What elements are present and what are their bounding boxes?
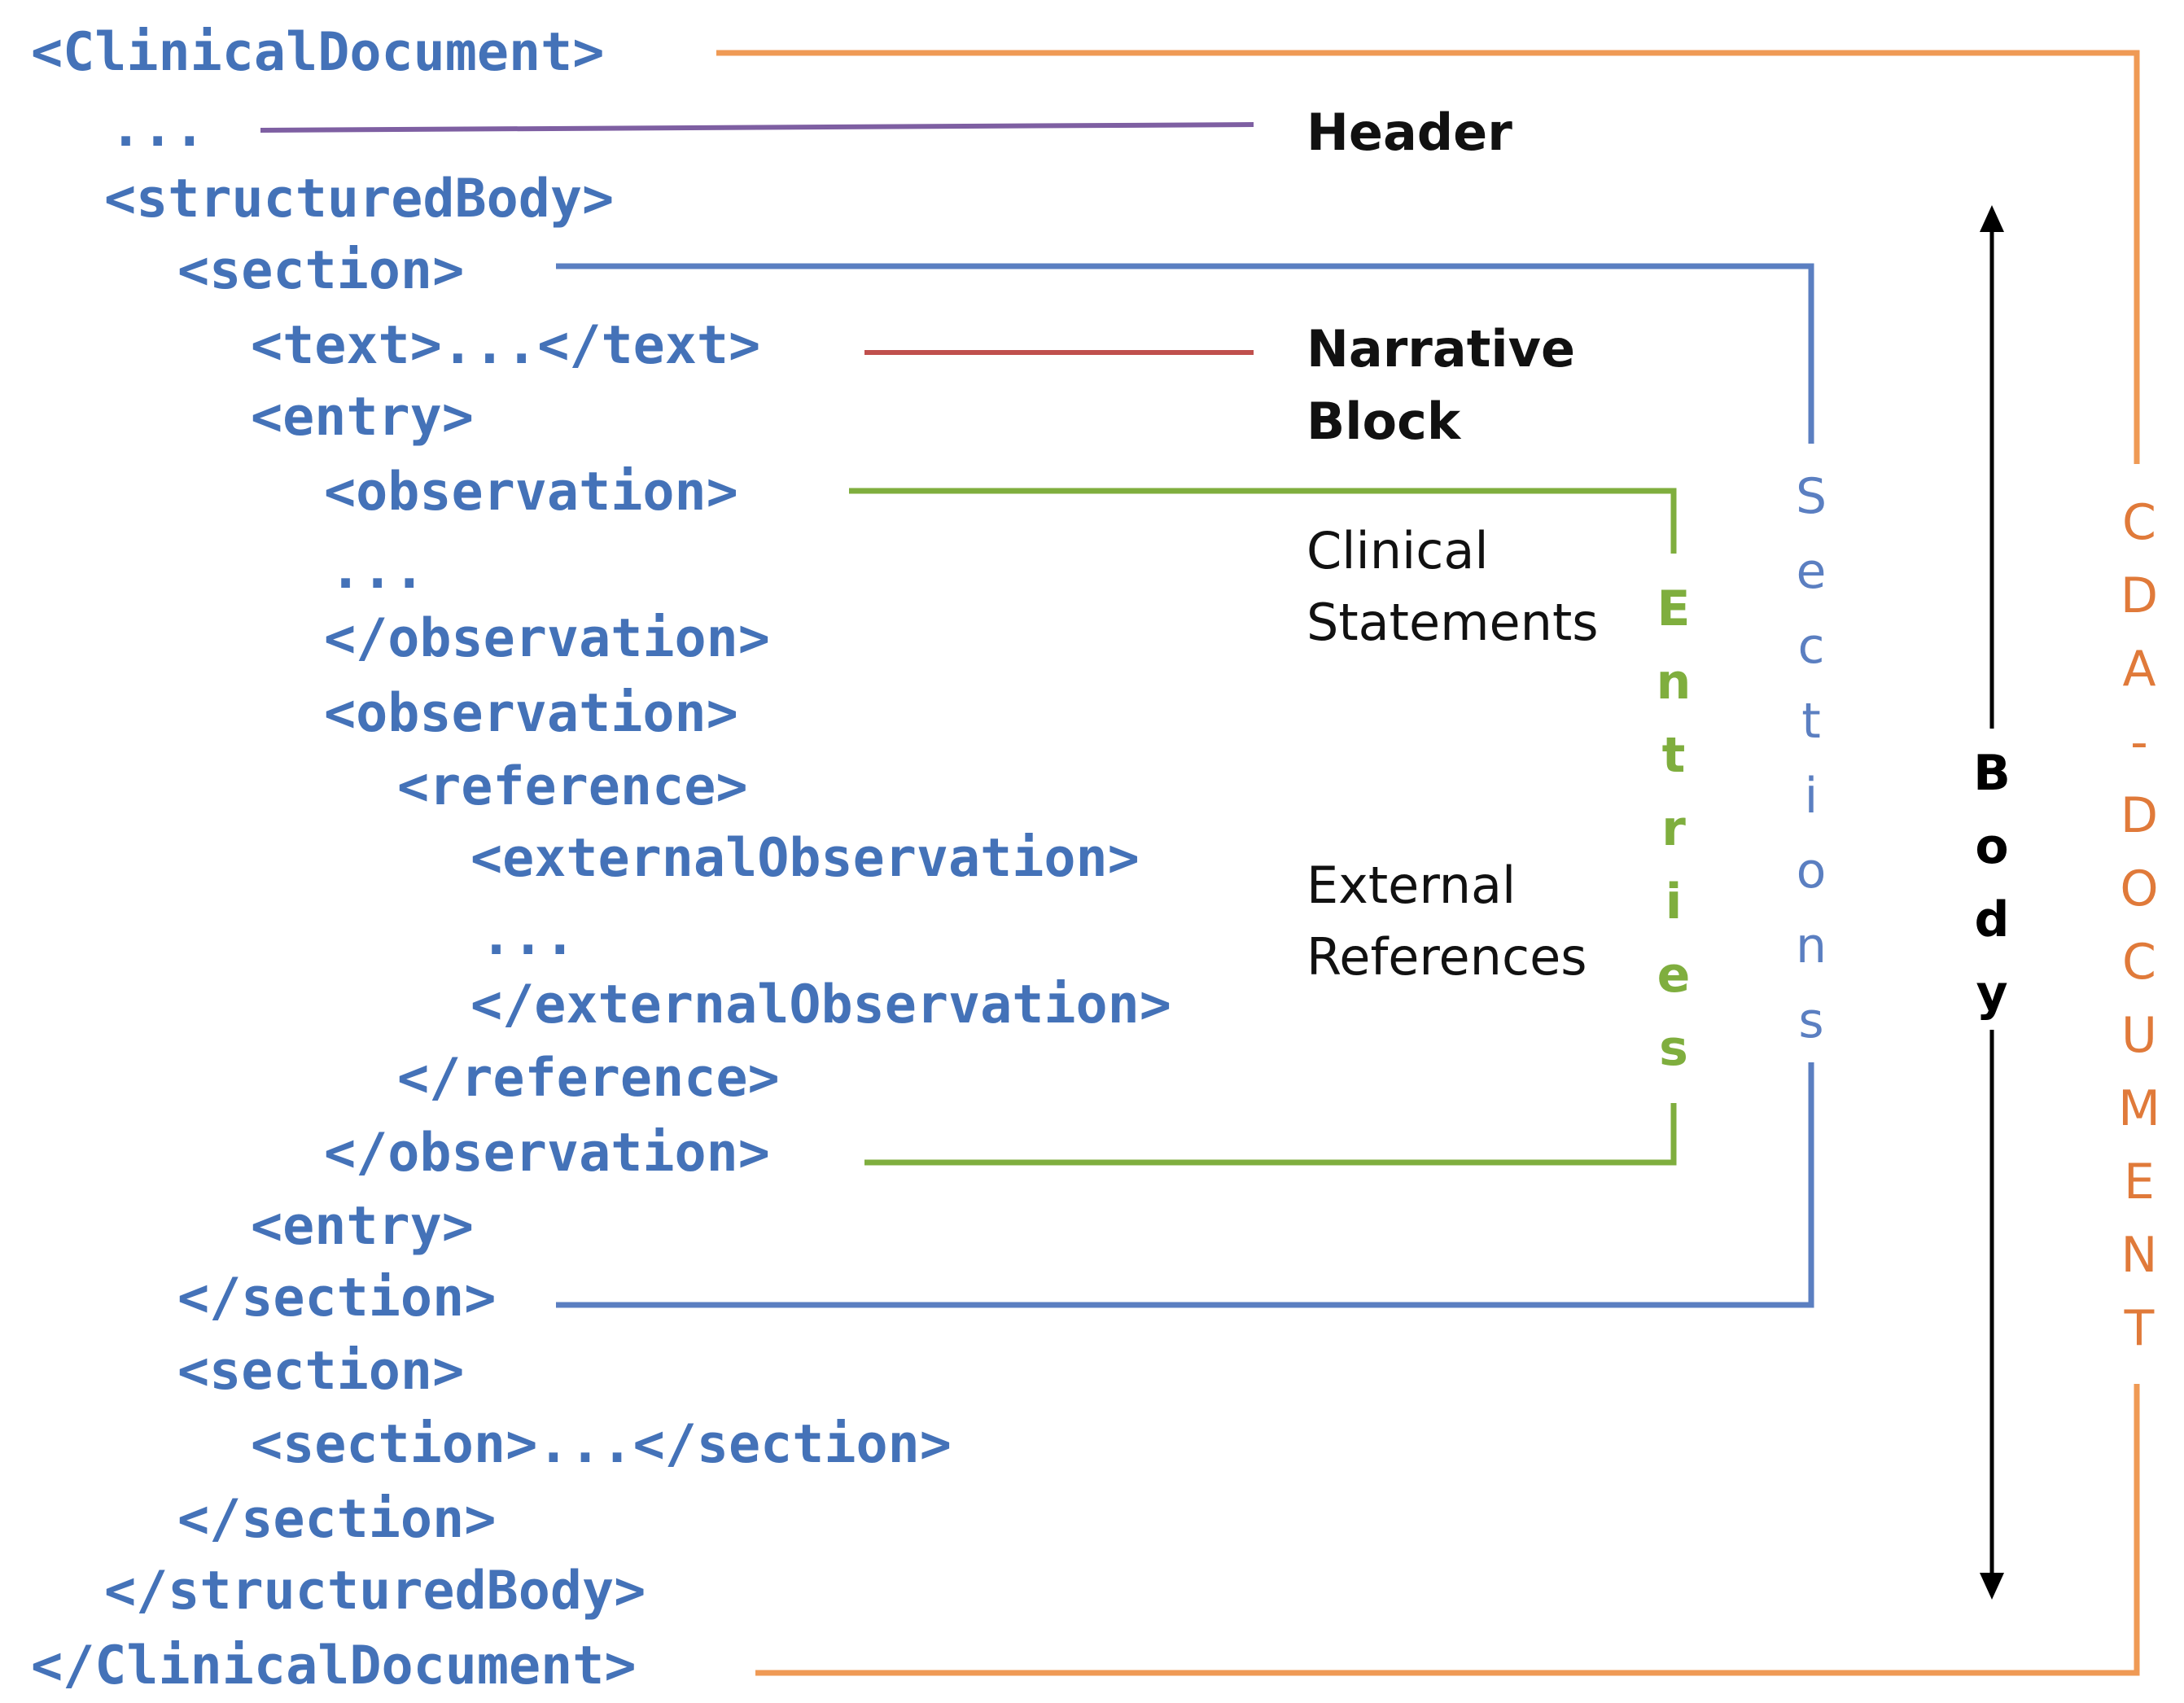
- sections-letter: i: [1804, 768, 1819, 825]
- code-line-structured-body-close: </structuredBody>: [104, 1561, 646, 1622]
- code-line-observation-close: </observation>: [324, 608, 770, 669]
- sections-letter: t: [1801, 693, 1821, 750]
- entries-bracket-bottom: [864, 1103, 1677, 1166]
- cda-letter: N: [2121, 1227, 2158, 1284]
- body-letter: y: [1976, 965, 2008, 1022]
- sections-letter: s: [1798, 992, 1824, 1049]
- cda-letter: D: [2120, 787, 2159, 844]
- clinical-statements-label-line1: Clinical: [1306, 521, 1489, 580]
- code-line-header-ellipsis: ...: [110, 98, 206, 159]
- code-line-external-observation-close: </externalObservation>: [471, 974, 1171, 1035]
- body-letter: o: [1975, 818, 2009, 875]
- body-arrow-head-down: [1980, 1573, 2004, 1600]
- code-line-text: <text>...</text>: [251, 315, 761, 376]
- cda-letter: E: [2124, 1154, 2155, 1210]
- sections-letter: e: [1796, 543, 1827, 600]
- code-line-reference-open: <reference>: [397, 756, 748, 817]
- code-line-observation-ellipsis: ...: [330, 540, 426, 601]
- cda-letter: O: [2120, 860, 2159, 917]
- code-line-section-close: </section>: [177, 1267, 497, 1329]
- code-line-nested-section: <section>...</section>: [251, 1414, 952, 1475]
- entries-letter: n: [1656, 654, 1692, 711]
- entries-letter: r: [1661, 800, 1686, 857]
- code-line-reference-close: </reference>: [397, 1048, 780, 1109]
- code-line-clinical-document-close: </ClinicalDocument>: [31, 1635, 637, 1696]
- cda-letter: A: [2122, 641, 2156, 698]
- body-arrow-head-up: [1980, 205, 2004, 232]
- cda-document-bracket-bottom: [755, 1384, 2140, 1676]
- cda-letter: C: [2122, 934, 2156, 991]
- sections-bracket-bottom: [556, 1062, 1814, 1308]
- clinical-statements-label-line2: Statements: [1306, 593, 1599, 652]
- cda-letter: -: [2130, 714, 2148, 771]
- code-line-entry: <entry>: [251, 1196, 474, 1257]
- header-label: Header: [1306, 103, 1512, 162]
- body-letter: d: [1974, 891, 2010, 948]
- code-line-observation-open: <observation>: [324, 462, 738, 523]
- sections-letter: c: [1797, 618, 1825, 675]
- body-letter: B: [1973, 745, 2011, 802]
- sections-bracket-top: [556, 263, 1814, 444]
- external-references-label-line2: References: [1306, 927, 1587, 987]
- narrative-block-label-line2: Block: [1306, 392, 1461, 451]
- external-references-label-line1: External: [1306, 856, 1517, 915]
- code-line-section-close-2: </section>: [177, 1489, 497, 1550]
- code-line-clinical-document-open: <ClinicalDocument>: [31, 22, 605, 83]
- entries-letter: e: [1657, 947, 1691, 1004]
- cda-letter: D: [2120, 567, 2159, 624]
- entries-letter: i: [1665, 873, 1683, 930]
- narrative-block-label-line1: Narrative: [1306, 319, 1576, 379]
- entries-letter: s: [1659, 1020, 1688, 1077]
- entries-letter: E: [1657, 580, 1691, 637]
- cda-letter: U: [2121, 1007, 2157, 1064]
- cda-document-bracket: [716, 50, 2140, 464]
- code-line-structured-body-open: <structuredBody>: [104, 169, 615, 230]
- code-line-observation-open-2: <observation>: [324, 683, 738, 744]
- sections-letter: o: [1796, 843, 1827, 900]
- cda-letter: M: [2118, 1080, 2160, 1137]
- header-line: [260, 122, 1254, 133]
- code-line-external-observation-open: <externalObservation>: [471, 828, 1140, 889]
- sections-letter: n: [1795, 917, 1827, 974]
- code-line-section-open-2: <section>: [177, 1341, 465, 1402]
- entries-letter: t: [1661, 727, 1686, 784]
- cda-letter: C: [2122, 494, 2156, 551]
- code-line-observation-close-2: </observation>: [324, 1123, 770, 1184]
- sections-letter: S: [1795, 468, 1827, 525]
- code-line-external-observation-ellipsis: ...: [480, 906, 576, 967]
- cda-letter: T: [2124, 1300, 2155, 1357]
- entries-bracket-top: [849, 488, 1677, 554]
- code-line-section-open: <section>: [177, 240, 465, 301]
- code-line-entry-open: <entry>: [251, 387, 474, 448]
